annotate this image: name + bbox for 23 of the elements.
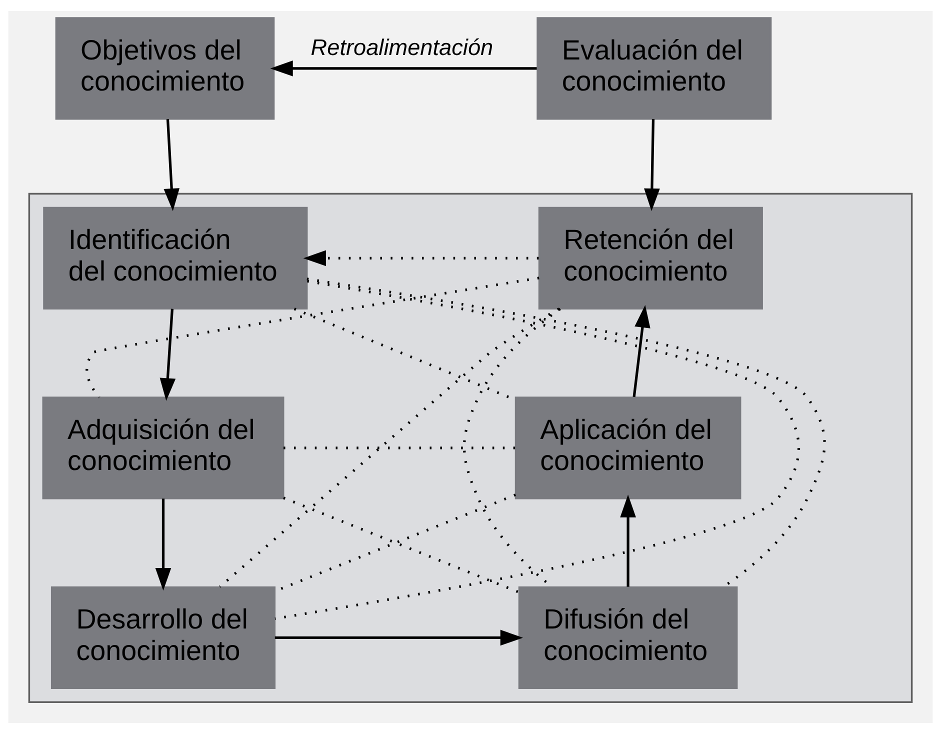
arrow	[160, 308, 176, 400]
connector	[306, 277, 826, 588]
cluster	[28, 192, 913, 702]
node-box: Retención del conocimiento	[538, 206, 763, 310]
arrow	[620, 494, 636, 586]
node-box: Evaluación del conocimiento	[536, 16, 772, 120]
arrow	[155, 498, 172, 590]
connector	[274, 279, 800, 620]
arrow	[632, 304, 650, 397]
node-box: Identificación del conocimiento	[43, 206, 308, 310]
arrow	[164, 118, 180, 211]
node-box: Objetivos del conocimiento	[55, 16, 275, 120]
node-box: Difusión del conocimiento	[518, 586, 738, 689]
connector	[86, 276, 540, 398]
connector	[219, 307, 560, 588]
node-box: Desarrollo del conocimiento	[50, 586, 276, 689]
arrow	[270, 60, 537, 76]
arrow	[303, 250, 539, 266]
arrow	[644, 118, 660, 211]
node-box: Aplicación del conocimiento	[514, 396, 742, 499]
arrow	[274, 629, 524, 646]
edge-label: Retroalimentación	[310, 34, 494, 60]
node-box: Adquisición del conocimiento	[42, 396, 284, 499]
